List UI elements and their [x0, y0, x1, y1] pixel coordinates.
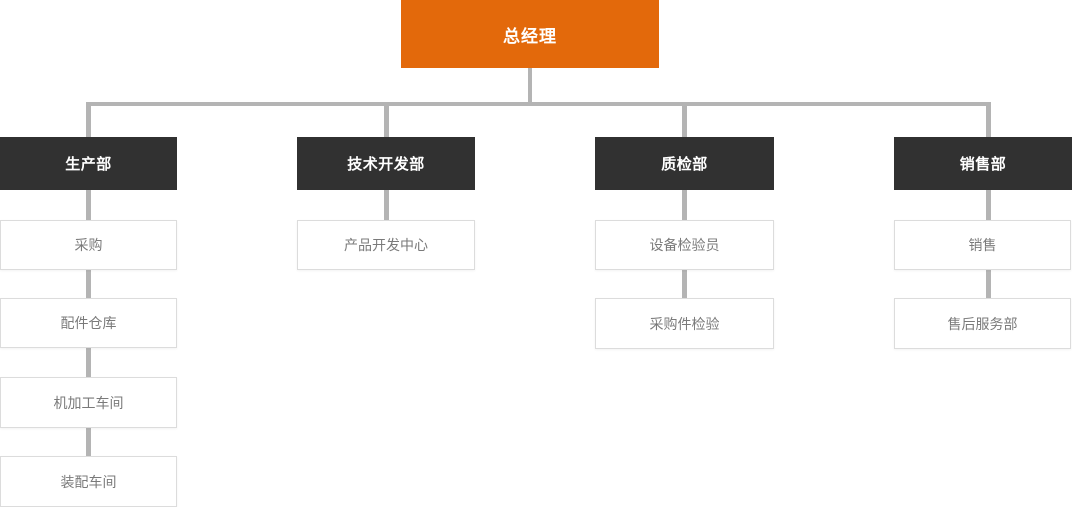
connector-quality-inspection-chain-2: [682, 268, 687, 302]
connector-bus-to-technology-development: [384, 102, 389, 140]
node-general-manager[interactable]: 总经理: [401, 0, 659, 68]
node-quality-equipment-inspector[interactable]: 设备检验员: [595, 220, 774, 270]
node-department-technology-development[interactable]: 技术开发部: [297, 137, 475, 190]
connector-production-chain-2: [86, 268, 91, 302]
node-production-assembly-workshop[interactable]: 装配车间: [0, 456, 177, 507]
node-production-machining-workshop[interactable]: 机加工车间: [0, 377, 177, 428]
connector-quality-inspection-chain-1: [682, 188, 687, 224]
connector-technology-development-chain-1: [384, 188, 389, 224]
node-label: 销售: [968, 237, 997, 253]
connector-bus-to-quality-inspection: [682, 102, 687, 140]
node-label: 技术开发部: [347, 156, 425, 173]
node-production-parts-warehouse[interactable]: 配件仓库: [0, 298, 177, 348]
connector-root-stem: [528, 68, 532, 104]
node-label: 质检部: [661, 156, 708, 173]
node-department-production[interactable]: 生产部: [0, 137, 177, 190]
node-sales-sales[interactable]: 销售: [894, 220, 1071, 270]
node-sales-after-sales-service[interactable]: 售后服务部: [894, 298, 1071, 349]
node-label: 机加工车间: [53, 394, 124, 411]
node-label: 销售部: [959, 156, 1007, 173]
node-department-sales[interactable]: 销售部: [894, 137, 1072, 190]
connector-production-chain-1: [86, 188, 91, 224]
node-label: 总经理: [503, 26, 557, 46]
node-label: 售后服务部: [947, 315, 1018, 332]
node-quality-purchased-parts-inspection[interactable]: 采购件检验: [595, 298, 774, 349]
connector-sales-chain-1: [986, 188, 991, 224]
node-label: 设备检验员: [649, 237, 720, 253]
node-technology-product-development-center[interactable]: 产品开发中心: [297, 220, 475, 270]
node-department-quality-inspection[interactable]: 质检部: [595, 137, 774, 190]
node-label: 产品开发中心: [344, 237, 428, 253]
node-label: 采购: [74, 237, 103, 253]
node-production-procurement[interactable]: 采购: [0, 220, 177, 270]
connector-production-chain-3: [86, 346, 91, 380]
node-label: 配件仓库: [60, 315, 117, 331]
connector-sales-chain-2: [986, 268, 991, 302]
connector-production-chain-4: [86, 426, 91, 460]
node-label: 采购件检验: [649, 315, 720, 332]
connector-bus-to-sales: [986, 102, 991, 140]
connector-bus-to-production: [86, 102, 91, 140]
connector-horizontal-bus: [86, 102, 990, 106]
node-label: 装配车间: [60, 473, 117, 490]
node-label: 生产部: [65, 156, 112, 173]
